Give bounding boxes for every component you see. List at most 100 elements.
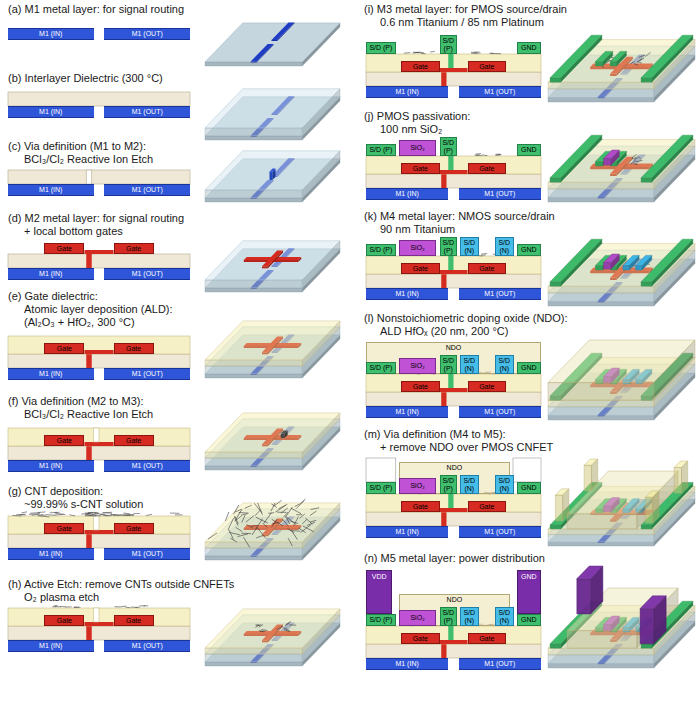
carbon-nanotube (291, 521, 298, 523)
carbon-nanotube (117, 514, 124, 516)
carbon-nanotube (471, 53, 476, 55)
nmos-contact (636, 266, 642, 270)
step-caption: BCl₃/Cl₂ Reactive Ion Etch (24, 408, 153, 421)
interlayer-dielectric (548, 655, 654, 664)
layer-label: M1 (OUT) (484, 290, 515, 298)
layer-label: S/D (P) (442, 239, 456, 255)
via-pillar (674, 461, 688, 467)
metal-rail (561, 35, 602, 82)
carbon-nanotube (481, 255, 486, 256)
pmos-contact: S/D (P) (366, 482, 396, 494)
layer-label: M1 (IN) (395, 88, 418, 96)
step-caption: (e) Gate dielectric: (8, 290, 98, 303)
carbon-nanotube (279, 504, 288, 508)
gate-electrode: Gate (114, 615, 154, 626)
substrate (548, 416, 654, 420)
carbon-nanotube (261, 629, 267, 631)
layer-label: NDO (446, 344, 462, 352)
layer-label: S/D (P) (369, 146, 392, 154)
perspective-view (548, 239, 695, 306)
layer-label: Gate (57, 617, 72, 625)
substrate (205, 466, 302, 470)
interlayer-dielectric (205, 151, 340, 190)
cross-section (366, 458, 541, 526)
layer-label: M1 (OUT) (484, 660, 515, 668)
doping-oxide-layer (548, 383, 654, 401)
interlayer-dielectric (205, 366, 302, 374)
metal-line: M1 (IN) (8, 460, 94, 472)
carbon-nanotube (272, 519, 278, 527)
m2-wire (84, 250, 113, 254)
metal-rail (550, 282, 561, 286)
via-metal (448, 494, 453, 508)
gate-dielectric (8, 428, 190, 446)
carbon-nanotube (631, 160, 637, 164)
gate-dielectric (205, 503, 340, 542)
nmos-contact: S/D (N) (460, 607, 479, 626)
carbon-nanotube (46, 514, 55, 516)
cross-section (8, 336, 190, 368)
interlayer-dielectric (366, 644, 541, 658)
carbon-nanotube (497, 53, 501, 54)
layer-label: S/D (N) (497, 477, 512, 493)
perspective-view (205, 151, 340, 202)
cross-section (8, 605, 190, 640)
carbon-nanotube (291, 508, 301, 513)
metal-rail (561, 239, 602, 286)
metal-line: M1 (OUT) (104, 268, 190, 280)
via-hole (86, 170, 91, 184)
metal-line: M1 (OUT) (104, 548, 190, 560)
carbon-nanotube (41, 514, 46, 515)
metal-rail (652, 135, 693, 182)
carbon-nanotube (243, 537, 249, 547)
interlayer-dielectric (8, 446, 190, 460)
carbon-nanotube (55, 606, 61, 607)
via-hole (94, 428, 99, 442)
gate-dielectric (366, 626, 541, 644)
interlayer-dielectric (205, 280, 302, 288)
substrate (548, 542, 654, 546)
carbon-nanotube (310, 511, 317, 516)
metal-rail (652, 239, 693, 286)
carbon-nanotube (241, 533, 251, 534)
via (270, 172, 273, 181)
gate-electrode: Gate (401, 61, 440, 72)
oxide-passivation (604, 254, 620, 263)
layer-label: M1 (IN) (39, 370, 62, 378)
carbon-nanotube (236, 509, 242, 519)
gate-dielectric (205, 321, 340, 360)
cross-section (366, 51, 541, 86)
perspective-view (548, 35, 695, 102)
via-metal (86, 534, 91, 548)
metal-rail (561, 135, 602, 182)
carbon-nanotube (255, 510, 261, 516)
carbon-nanotube (277, 626, 283, 630)
gate-electrode: Gate (468, 633, 507, 644)
step-caption: 0.6 nm Titanium / 85 nm Platinum (380, 16, 544, 29)
carbon-nanotube (404, 52, 410, 54)
carbon-nanotube (74, 607, 81, 608)
carbon-nanotube (636, 160, 643, 162)
gate-metal (262, 251, 283, 267)
via-metal (448, 156, 453, 170)
layer-label: M1 (OUT) (132, 642, 163, 650)
nmos-contact (623, 266, 629, 270)
layer-label: M1 (IN) (395, 660, 418, 668)
interlayer-dielectric (548, 189, 654, 198)
gate-electrode: Gate (468, 263, 507, 274)
gate-electrode: Gate (468, 61, 507, 72)
metal-line: M1 (IN) (366, 188, 448, 200)
carbon-nanotube (272, 522, 279, 524)
m1-line (272, 22, 295, 40)
layer-label: Gate (126, 245, 141, 253)
interlayer-dielectric (8, 534, 190, 548)
pmos-contact (595, 162, 602, 166)
layer-label: GND (521, 484, 537, 492)
gate-electrode: Gate (114, 523, 154, 534)
carbon-nanotube (229, 532, 239, 534)
carbon-nanotube (289, 624, 296, 625)
perspective-view (205, 609, 340, 666)
pmos-contact: S/D (P) (366, 244, 396, 256)
interlayer-dielectric (8, 170, 190, 184)
carbon-nanotube (85, 515, 96, 516)
